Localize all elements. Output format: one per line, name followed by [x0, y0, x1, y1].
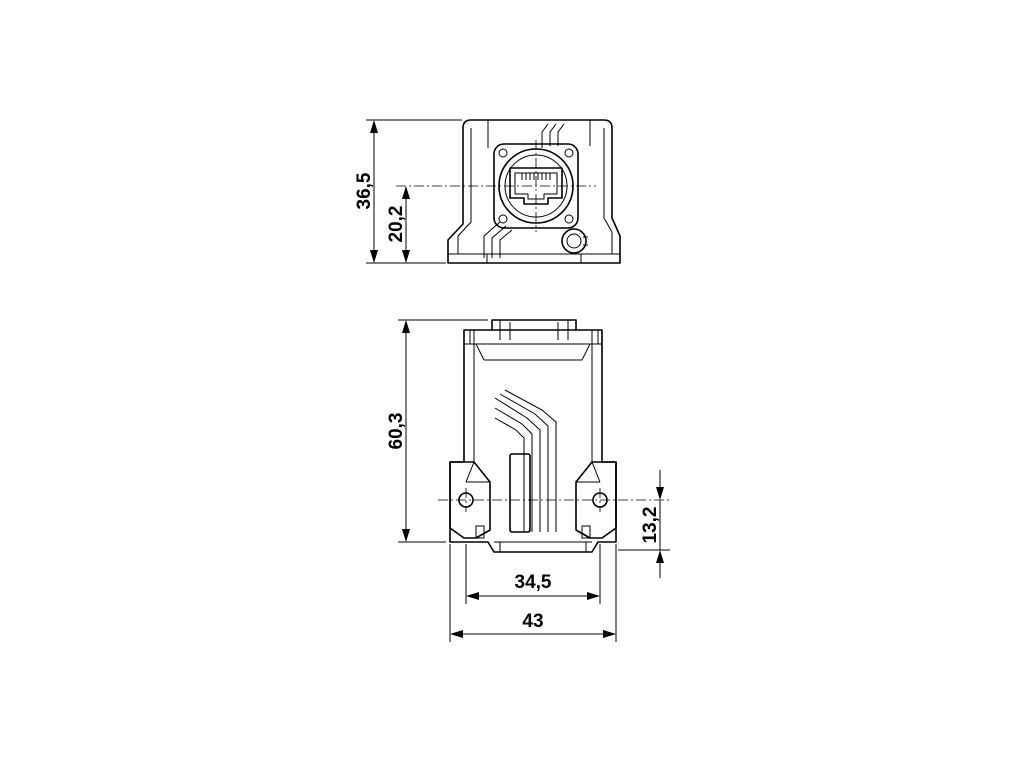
rj45-port-inner	[514, 172, 558, 200]
front-stripe-top-1	[541, 123, 549, 148]
front-stripe-bottom-3	[499, 229, 513, 258]
dim-outer-width-label: 43	[522, 611, 543, 632]
front-coding-ring-inner	[566, 233, 582, 249]
side-right-lug	[575, 461, 617, 539]
dim-front-height-label: 36,5	[354, 172, 375, 209]
front-housing-inner-left	[457, 128, 472, 254]
front-view	[396, 119, 621, 264]
front-screw-hole-tl	[498, 148, 508, 158]
front-housing-inner-right	[603, 128, 613, 254]
front-screw-hole-bl	[498, 214, 508, 224]
side-left-latch	[475, 525, 485, 539]
side-stripe-4	[499, 393, 549, 532]
side-right-latch	[581, 525, 591, 539]
rj45-contacts	[521, 173, 551, 180]
side-view	[438, 319, 672, 553]
front-stripe-bottom-2	[491, 225, 507, 258]
rj45-port	[509, 167, 563, 205]
side-stripe-2	[494, 407, 533, 532]
side-stripe-1	[494, 397, 541, 532]
front-stripe-top-2	[549, 123, 557, 146]
dim-side-height-label: 60,3	[386, 413, 407, 450]
dim-side-hole-height-label: 13,2	[640, 507, 661, 544]
front-coding-ring-outer	[561, 228, 587, 254]
side-stripe-3	[494, 417, 525, 532]
front-stripe-bottom-1	[483, 221, 501, 258]
side-top-connector	[491, 319, 577, 331]
front-screw-hole-tr	[564, 148, 574, 158]
side-dimensions: 60,3 13,2 34,5 43	[386, 319, 670, 642]
side-stripe-5	[504, 389, 557, 532]
front-housing-outline	[447, 119, 621, 264]
side-center-slot	[509, 453, 531, 533]
side-left-lug	[449, 461, 491, 539]
front-stripe-top-3	[557, 123, 565, 146]
side-body-outline	[449, 329, 617, 553]
front-screw-hole-br	[564, 214, 574, 224]
front-dimensions: 36,5 20,2	[354, 119, 462, 264]
dim-front-axis-height-label: 20,2	[386, 206, 407, 243]
dim-inner-width-label: 34,5	[515, 572, 552, 593]
